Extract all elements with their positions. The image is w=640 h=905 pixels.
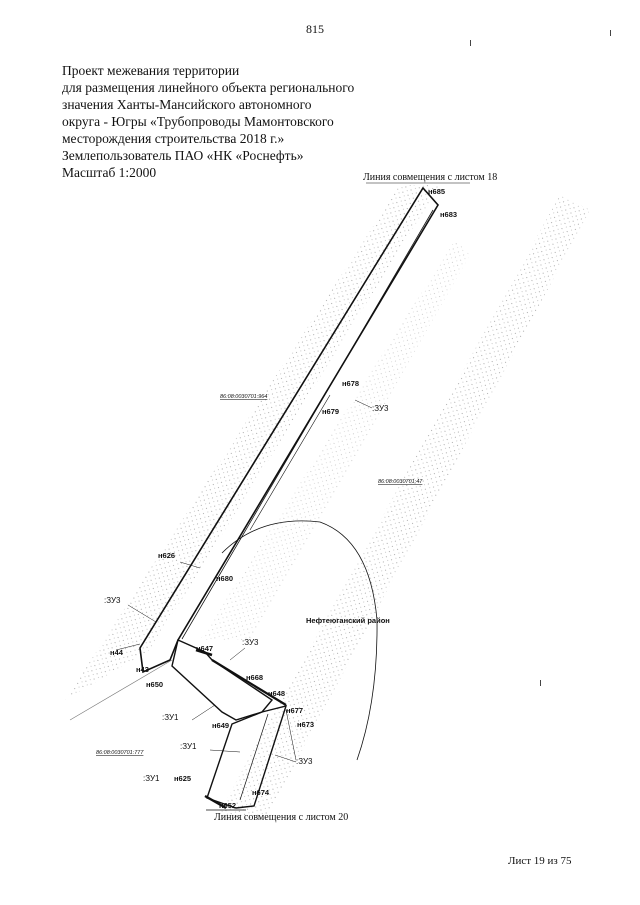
point-label: н626 (158, 551, 175, 560)
hatch-strip-center (200, 240, 470, 640)
point-label: н650 (146, 680, 163, 689)
corridor-inner-line (181, 209, 434, 640)
road-line (285, 709, 297, 761)
title-line: Землепользователь ПАО «НК «Роснефть» (62, 148, 304, 163)
margin-tick (470, 40, 471, 46)
leader-line (354, 399, 373, 409)
point-label: н652 (219, 801, 236, 810)
margin-tick (610, 30, 611, 36)
point-label: н679 (322, 407, 339, 416)
parcel-zu1-lower (206, 705, 288, 809)
point-label: н673 (297, 720, 314, 729)
parcel-separator (211, 659, 287, 706)
point-label: н647 (196, 644, 213, 653)
point-label: н674 (252, 788, 270, 797)
leader-line (229, 647, 246, 661)
match-line-label-top: Линия совмещения с листом 18 (363, 172, 498, 183)
parcel-label: :ЗУ1 (162, 713, 179, 722)
road-line (69, 659, 173, 721)
point-label: н43 (136, 665, 149, 674)
cadastral-number: 86:08:0030701:777 (96, 750, 144, 756)
point-label: н668 (246, 673, 263, 682)
cadastral-number: 86:08:0030701:47 (378, 479, 423, 485)
title-line: Проект межевания территории (62, 63, 240, 78)
parcel-separator (204, 794, 227, 810)
point-label: н678 (342, 379, 359, 388)
title-line: округа - Югры «Трубопроводы Мамонтовског… (62, 114, 334, 129)
cadastral-number: 86:08:0030701:964 (220, 394, 267, 400)
district-label: Нефтеюганский район (306, 616, 390, 625)
leader-line (127, 604, 157, 623)
parcel-separator (195, 648, 213, 657)
match-line-label-bottom: Линия совмещения с листом 20 (214, 812, 349, 823)
parcel-label: :ЗУ3 (372, 404, 389, 413)
point-label: н677 (286, 706, 303, 715)
scale-label: Масштаб 1:2000 (62, 165, 157, 180)
leader-line (115, 643, 141, 651)
leader-line (209, 749, 241, 753)
parcel-label: :ЗУ3 (296, 757, 313, 766)
district-boundary (221, 520, 378, 761)
margin-tick (540, 680, 541, 686)
parcel-separator (239, 713, 269, 801)
parcel-label: :ЗУ1 (180, 742, 197, 751)
hatch-strip-right (215, 195, 590, 820)
point-label: н44 (110, 648, 124, 657)
page-number: 815 (306, 22, 324, 36)
corridor-inner-line (249, 394, 331, 531)
point-label: н625 (174, 774, 191, 783)
title-line: месторождения строительства 2018 г.» (62, 131, 285, 146)
title-block: Проект межевания территории для размещен… (62, 62, 362, 181)
corridor-outline (139, 186, 439, 674)
leader-line (274, 754, 297, 763)
point-label: н683 (440, 210, 457, 219)
point-label: н685 (428, 187, 445, 196)
title-line: для размещения линейного объекта региона… (62, 80, 355, 95)
point-label: н648 (268, 689, 285, 698)
point-label: н680 (216, 574, 233, 583)
parcel-label: :ЗУ3 (242, 638, 259, 647)
leader-line (179, 561, 201, 569)
parcel-label: :ЗУ3 (104, 596, 121, 605)
leader-line (191, 704, 216, 721)
parcel-label: :ЗУ1 (143, 774, 160, 783)
title-line: значения Ханты-Мансийского автономного (62, 97, 312, 112)
point-label: н649 (212, 721, 229, 730)
sheet-counter: Лист 19 из 75 (508, 855, 572, 867)
